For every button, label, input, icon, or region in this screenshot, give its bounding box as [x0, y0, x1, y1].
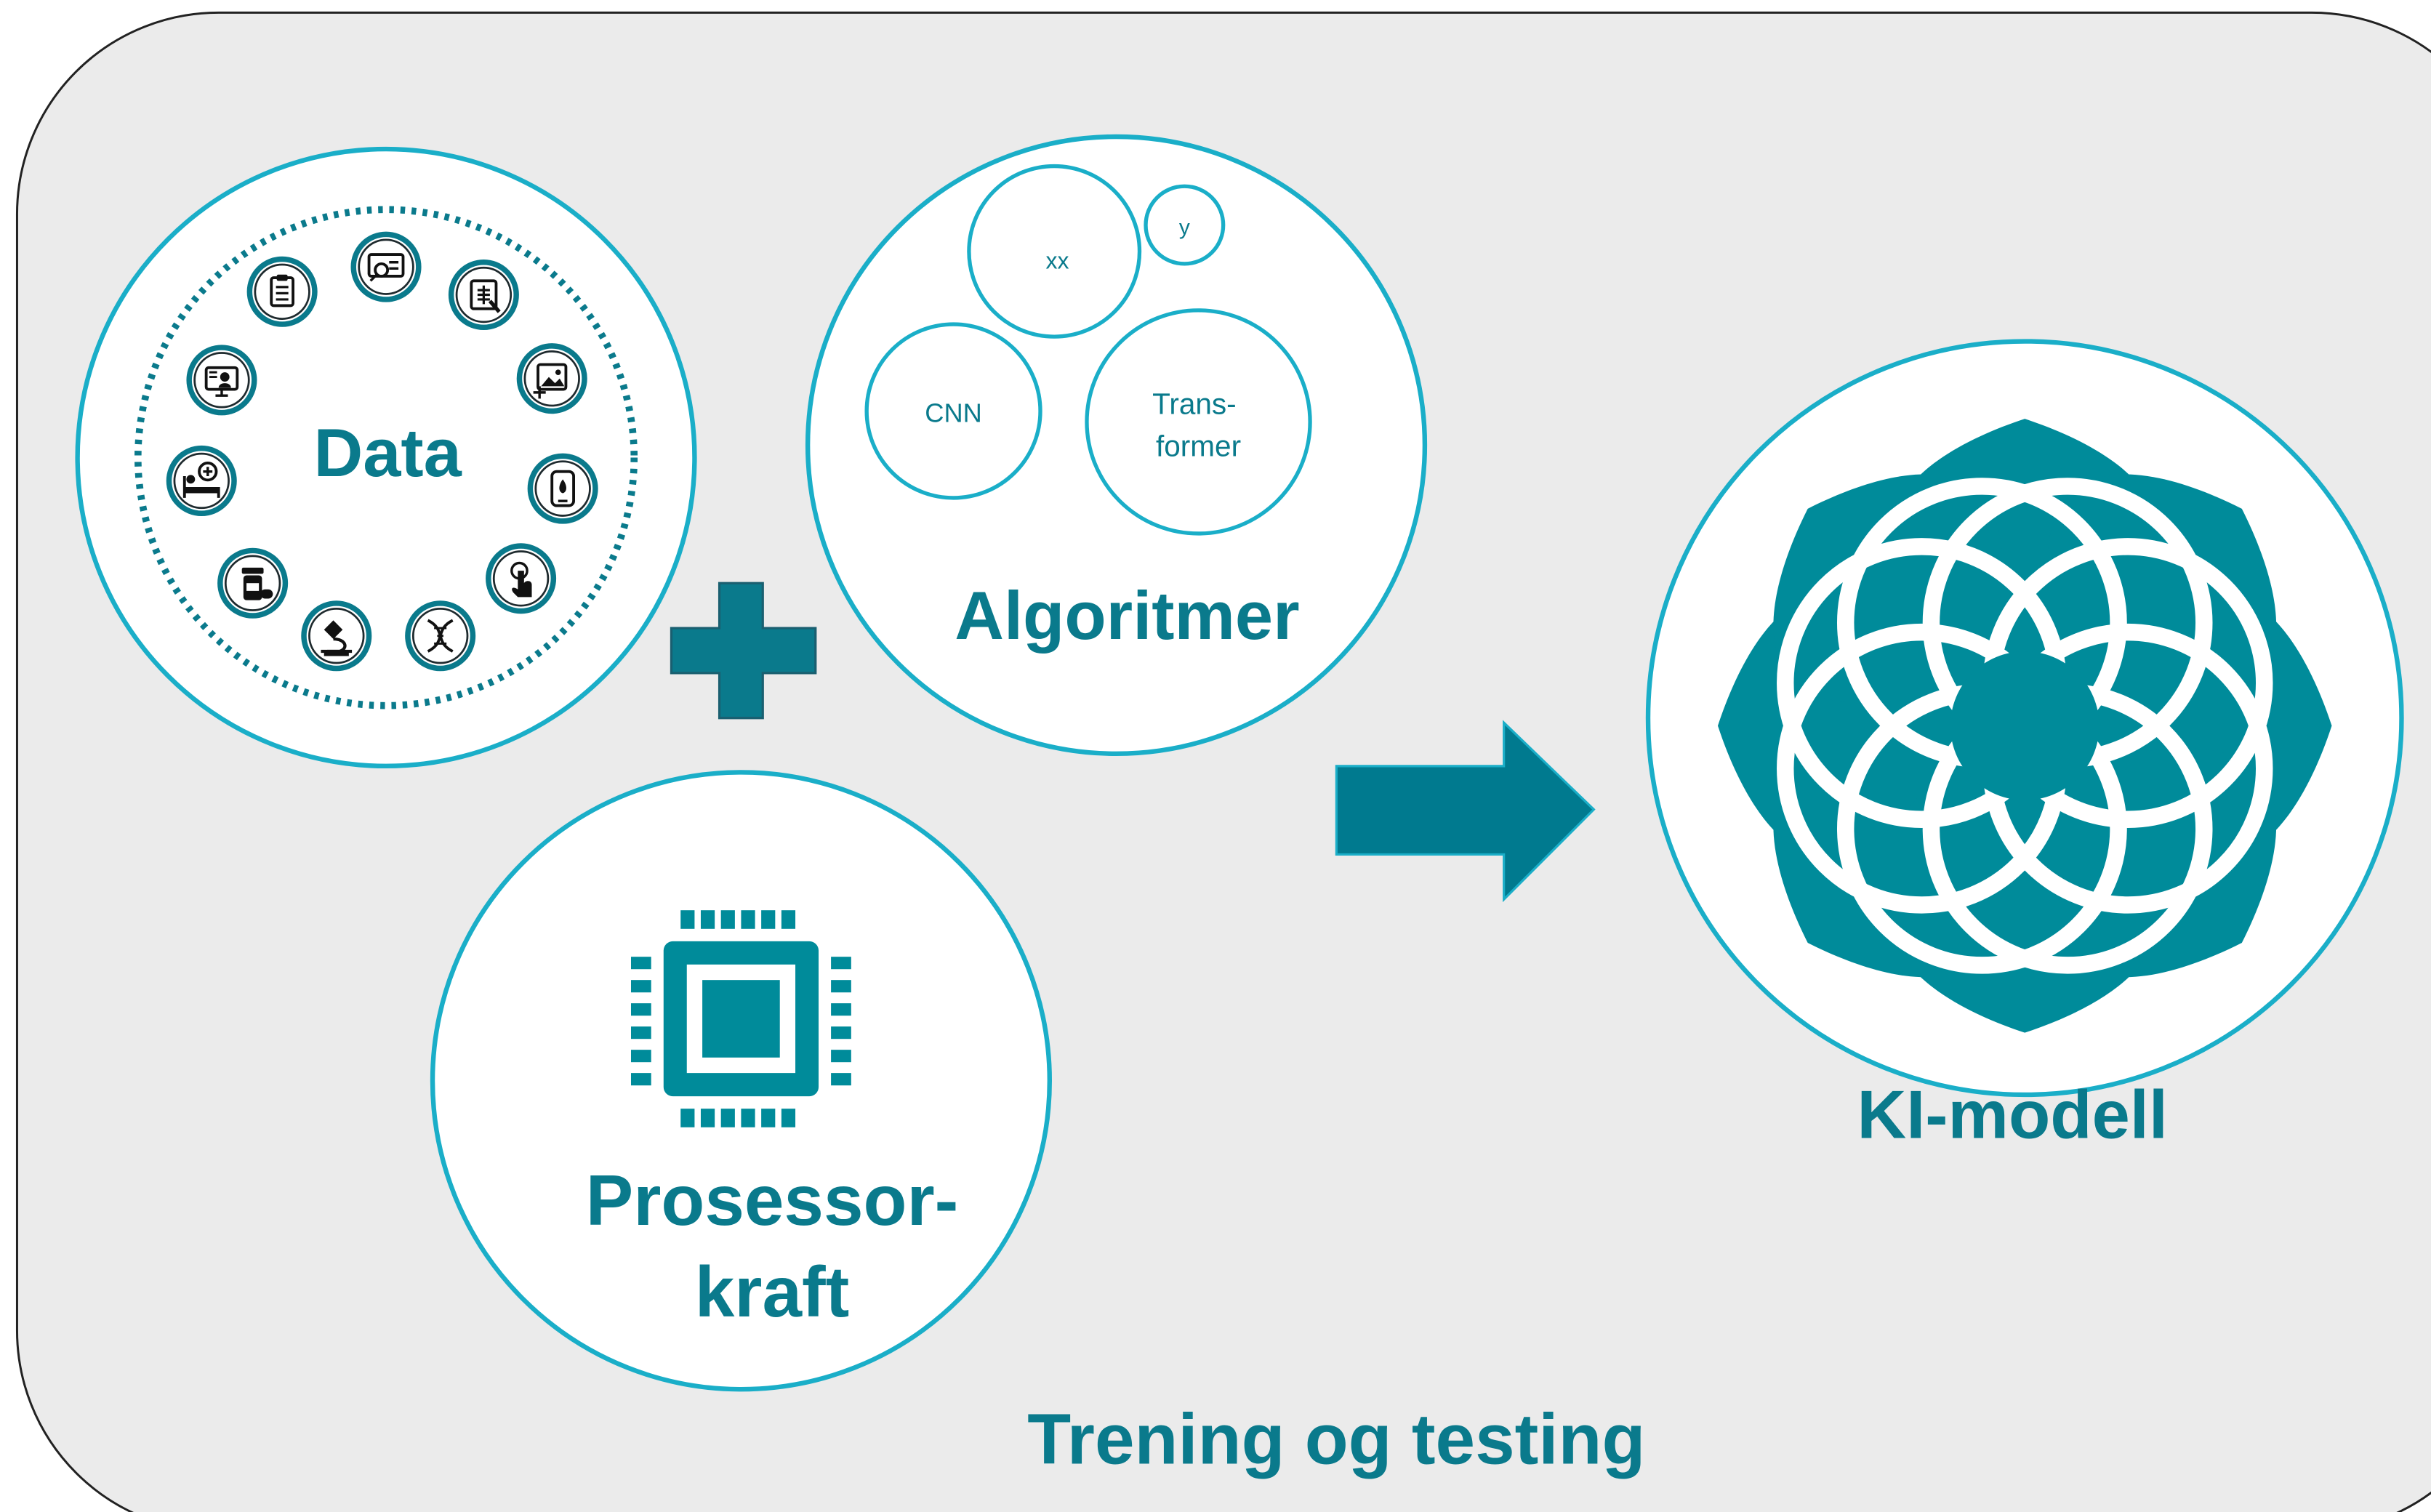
data-group: Data	[75, 146, 697, 769]
processor-label-line1: Prosessor-	[586, 1160, 959, 1240]
data-dotted-ring	[134, 206, 638, 709]
cpu-chip-icon	[630, 910, 851, 1127]
bubble-transformer-label: Trans- former	[1152, 387, 1245, 463]
bubble-xx	[967, 164, 1142, 339]
transformer-line-2: former	[1156, 429, 1241, 462]
bubble-y	[1144, 184, 1226, 266]
microscope-icon	[301, 600, 372, 672]
monitor-search-icon	[350, 231, 422, 302]
glucose-meter-icon	[527, 453, 598, 524]
arrow-right-icon	[1335, 720, 1596, 903]
bubble-cnn-label: CNN	[925, 398, 982, 427]
model-label: KI-modell	[1857, 1077, 2167, 1153]
processor-group: Prosessor- kraft	[430, 770, 1053, 1392]
bubble-transformer	[1085, 308, 1312, 536]
plus-icon	[670, 582, 817, 720]
pill-bottle-icon	[217, 547, 289, 619]
bubble-cnn	[864, 322, 1042, 500]
data-label: Data	[313, 414, 462, 491]
telemedicine-icon	[186, 345, 257, 416]
processor-label-line2: kraft	[695, 1252, 850, 1332]
hospital-bed-icon	[166, 445, 237, 516]
xray-tablet-icon	[448, 260, 519, 331]
footer-label: Trening og testing	[1027, 1399, 1645, 1479]
lotus-logo-icon	[1717, 419, 2332, 1033]
dna-icon	[405, 600, 476, 672]
data-icon-ring	[166, 231, 598, 672]
data-circle	[75, 146, 697, 769]
algorithms-group: xx y CNN Trans- former Algoritmer	[805, 134, 1428, 756]
model-group: KI-modell	[1645, 339, 2404, 1153]
bubble-xx-label: xx	[1045, 247, 1069, 273]
transformer-line-1: Trans-	[1152, 387, 1237, 421]
touch-screen-icon	[486, 543, 557, 614]
clipboard-icon	[246, 256, 318, 327]
algorithms-label: Algoritmer	[955, 577, 1299, 654]
bubble-y-label: y	[1179, 215, 1190, 239]
image-edit-icon	[516, 343, 587, 414]
